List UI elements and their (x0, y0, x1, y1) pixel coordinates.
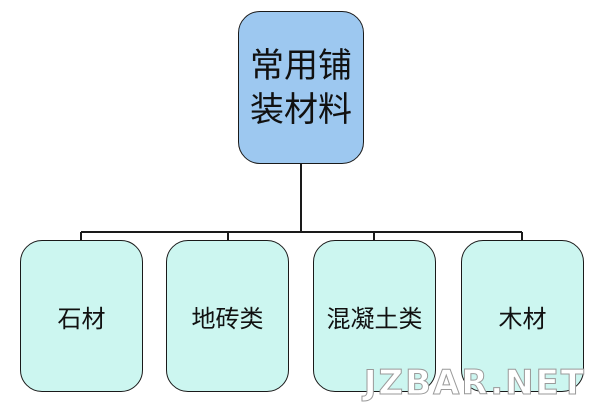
child-node-label: 地砖类 (191, 304, 264, 333)
watermark-text: JZBAR.NET (363, 363, 586, 404)
child-node-stone: 石材 (20, 240, 143, 392)
root-node: 常用铺装材料 (238, 11, 364, 164)
root-node-label: 常用铺装材料 (250, 45, 352, 130)
child-node-wood: 木材 (461, 240, 584, 392)
child-node-tiles: 地砖类 (166, 240, 289, 392)
child-node-concrete: 混凝土类 (313, 240, 436, 392)
child-node-label: 混凝土类 (326, 304, 423, 333)
child-node-label: 石材 (57, 304, 106, 333)
child-node-label: 木材 (498, 304, 547, 333)
